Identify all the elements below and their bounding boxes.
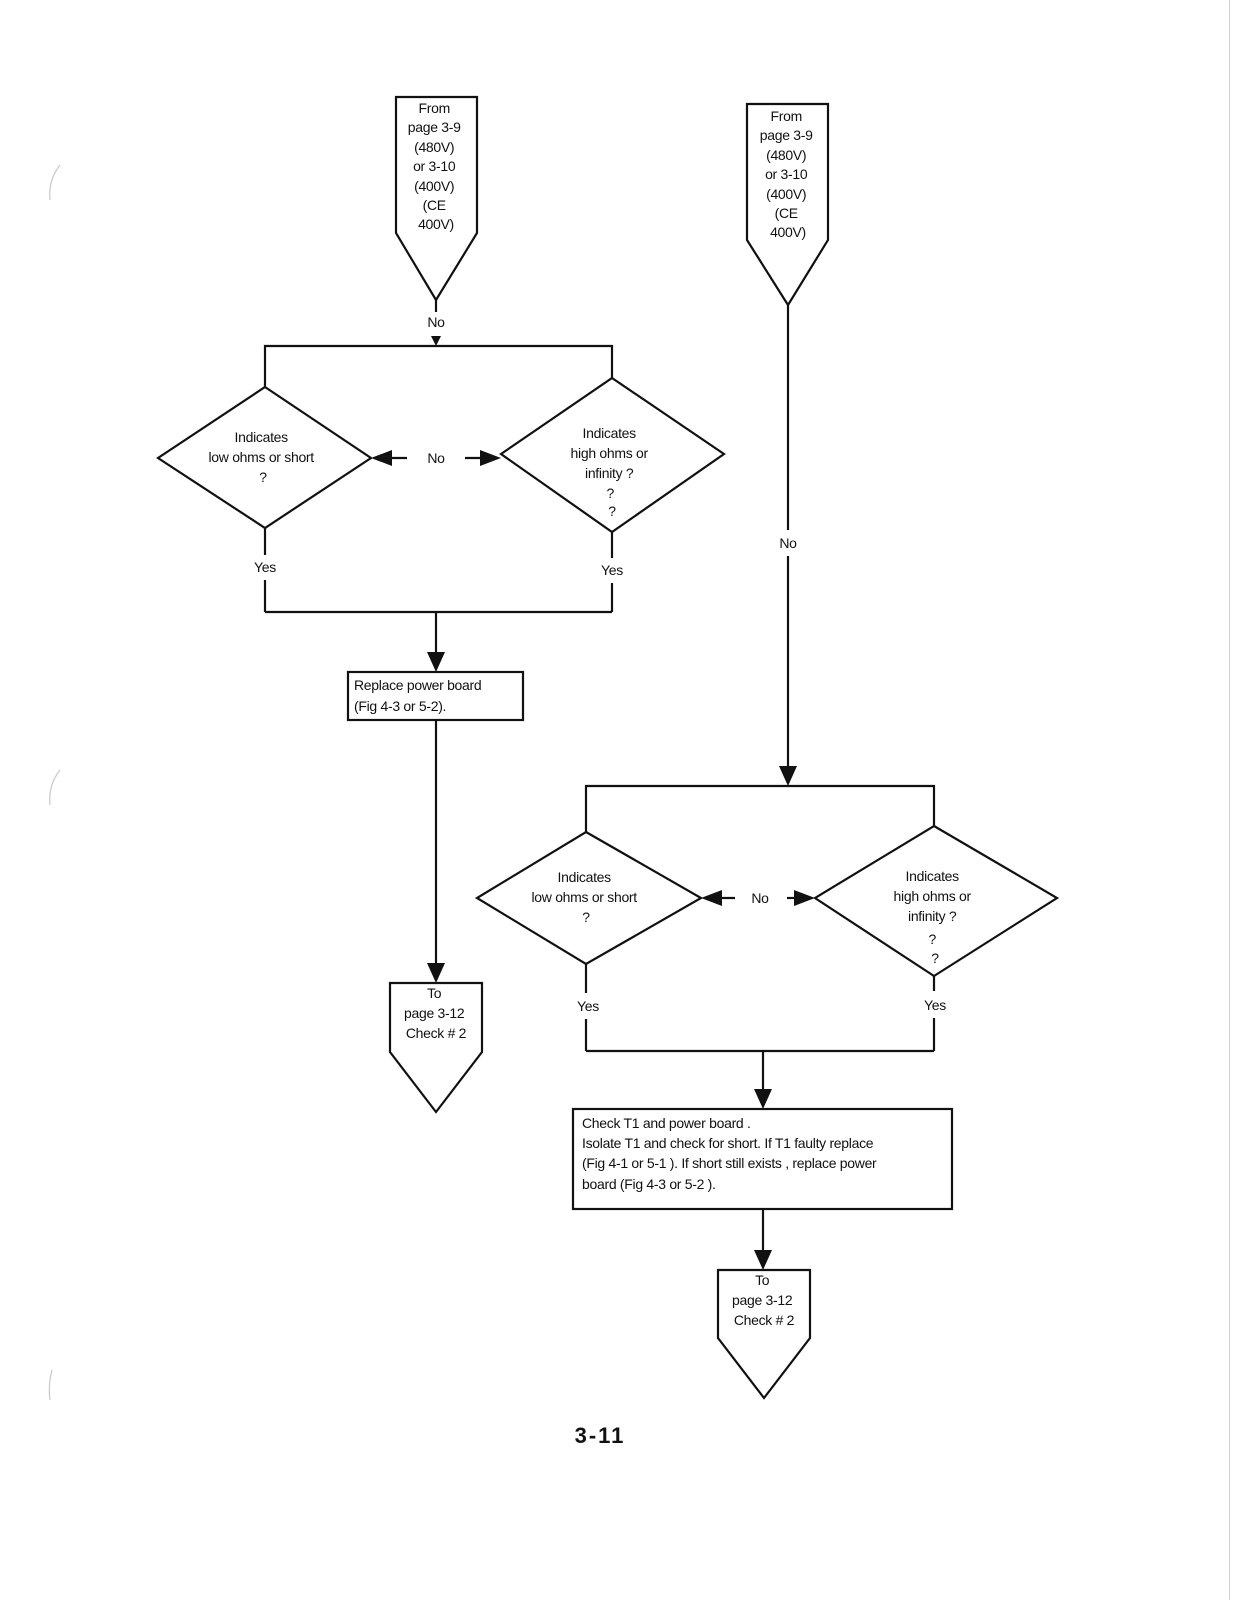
arrowhead [427,963,445,983]
scan-mark [48,1369,53,1401]
scan-mark [49,164,61,201]
right-between-no-label: No [751,890,769,906]
left-entry-connector [394,95,479,303]
arrowhead [371,450,392,466]
right-entry-connector [745,102,830,308]
right-decision-low-text: Indicates low ohms or short ? [532,869,641,925]
left-exit-connector [388,981,484,1114]
split-line [263,344,614,387]
left-decision-low-text: Indicates low ohms or short ? [209,429,318,485]
page-number: 3-11 [575,1423,626,1448]
right-entry-text: From page 3-9 (480V) or 3-10 (400V) (CE … [760,108,816,240]
left-flow: From page 3-9 (480V) or 3-10 (400V) (CE … [156,95,726,1114]
right-yes-label-1: Yes [577,998,599,1014]
right-decision-high-text: Indicates high ohms or infinity ? ? ? [894,868,975,966]
scan-mark [49,769,61,806]
arrowhead [701,890,722,906]
left-decision-high-text: Indicates high ohms or infinity ? ? ? [571,425,652,519]
right-exit-connector [716,1268,812,1400]
arrowhead [779,766,797,786]
right-action-check-t1 [571,1107,954,1211]
page-edge-rule [1229,0,1230,1600]
left-entry-no-label: No [427,314,445,330]
right-exit-text: To page 3-12 Check # 2 [732,1272,796,1328]
arrowhead [754,1089,772,1109]
arrowhead [480,450,501,466]
arrowhead [754,1250,772,1270]
split-line [584,784,936,832]
left-entry-text: From page 3-9 (480V) or 3-10 (400V) (CE … [408,100,464,232]
arrowhead [427,652,445,672]
right-yes-label-2: Yes [924,997,946,1013]
left-exit-text: To page 3-12 Check # 2 [404,985,468,1041]
arrowhead [794,890,815,906]
left-yes-label-2: Yes [601,562,623,578]
left-action-text: Replace power board (Fig 4-3 or 5-2). [354,677,485,714]
left-action-replace-power-board [346,670,525,722]
left-yes-label-1: Yes [254,559,276,575]
right-action-text: Check T1 and power board . Isolate T1 an… [582,1115,880,1192]
left-between-no-label: No [427,450,445,466]
right-entry-no-label: No [779,535,797,551]
arrowhead [431,336,441,346]
right-flow: From page 3-9 (480V) or 3-10 (400V) (CE … [474,102,1060,1400]
